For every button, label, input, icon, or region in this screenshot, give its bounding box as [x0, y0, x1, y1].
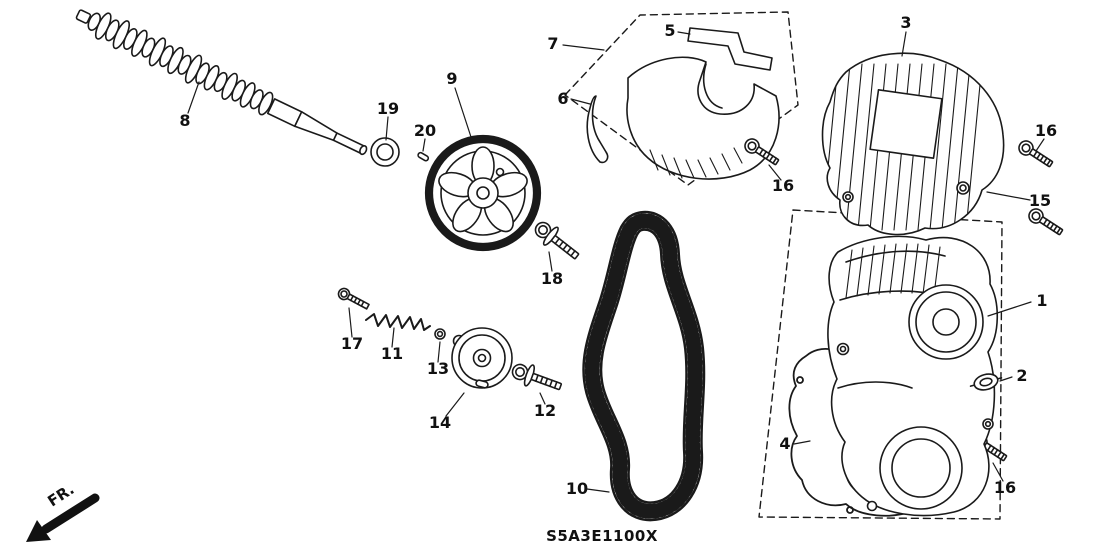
- callout-4: 4: [779, 434, 790, 453]
- callout-18: 18: [541, 269, 563, 288]
- upper-front-cover-drawing: [821, 52, 1005, 236]
- tensioner-bolt-drawing: [337, 287, 370, 310]
- rear-upper-cover-drawing: [626, 56, 780, 180]
- timing-belt-drawing: [592, 221, 695, 512]
- callout-10: 10: [566, 479, 588, 498]
- callout-11: 11: [381, 344, 403, 363]
- tensioner-pulley-drawing: [451, 327, 513, 389]
- callout-3: 3: [900, 13, 911, 32]
- callout-20: 20: [414, 121, 436, 140]
- woodruff-key-drawing: [417, 151, 430, 162]
- callout-19: 19: [377, 99, 399, 118]
- diagram-code: S5A3E1100X: [546, 527, 658, 545]
- callout-12: 12: [534, 401, 556, 420]
- bolt-18: [529, 215, 585, 266]
- camshaft-drawing: [75, 9, 368, 156]
- fr-label: FR.: [44, 480, 77, 510]
- bolt-15: [1025, 205, 1066, 240]
- callout-8: 8: [179, 111, 190, 130]
- bolt-16-top-right: [1015, 137, 1056, 172]
- front-direction-arrow: FR.: [26, 480, 100, 542]
- callout-1: 1: [1036, 291, 1047, 310]
- upper-rear-cover-region-outline: [564, 11, 799, 186]
- bolt-12: [508, 358, 565, 398]
- pulley-spoke-cutouts: [438, 146, 528, 233]
- tensioner-spring-drawing: [365, 313, 431, 331]
- callout-14: 14: [429, 413, 451, 432]
- callout-7: 7: [547, 34, 558, 53]
- adjuster-nut-drawing: [434, 328, 446, 340]
- callout-16-top-right: 16: [1035, 121, 1057, 140]
- callout-2: 2: [1016, 366, 1027, 385]
- callout-17: 17: [341, 334, 363, 353]
- plug-drawing: [969, 373, 1003, 391]
- callout-15: 15: [1029, 191, 1051, 210]
- callout-16-bottom-right: 16: [994, 478, 1016, 497]
- callout-16-mid: 16: [772, 176, 794, 195]
- callout-5: 5: [664, 21, 675, 40]
- rear-cover-strip-drawing: [586, 95, 609, 164]
- callout-13: 13: [427, 359, 449, 378]
- leader-lines: [187, 31, 1045, 493]
- rear-cover-bracket-drawing: [687, 27, 773, 71]
- lower-front-cover-drawing: [827, 235, 999, 517]
- cam-seal-drawing: [370, 137, 400, 167]
- callout-6: 6: [557, 89, 568, 108]
- callout-9: 9: [446, 69, 457, 88]
- cam-pulley-drawing: [424, 134, 542, 252]
